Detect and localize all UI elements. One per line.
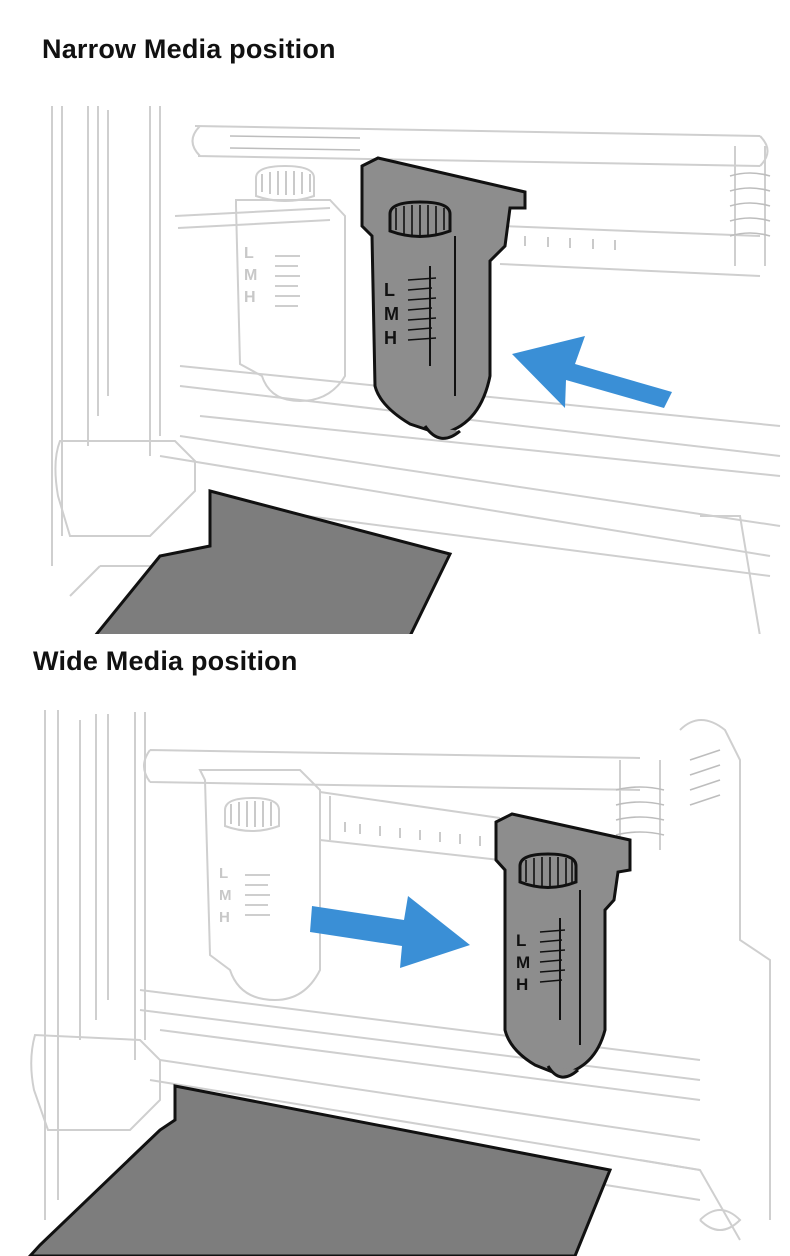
scale-label-m: M xyxy=(384,304,399,324)
ghost-scale-l: L xyxy=(219,865,228,882)
narrow-media-illustration: L M H L M H xyxy=(0,96,790,634)
wide-media-heading: Wide Media position xyxy=(33,646,298,676)
narrow-media-heading: Narrow Media position xyxy=(42,34,336,64)
ghost-adjuster: L M H xyxy=(235,164,346,403)
scale-label-l: L xyxy=(384,280,395,300)
scale-label-h: H xyxy=(516,975,528,994)
wide-media-sheet xyxy=(27,1084,613,1256)
ghost-scale-m: M xyxy=(244,267,257,284)
narrow-media-sheet xyxy=(94,489,453,634)
scale-label-m: M xyxy=(516,953,530,972)
ghost-adjuster: L M H xyxy=(198,769,321,1002)
ghost-scale-h: H xyxy=(244,289,256,306)
left-arrow-icon xyxy=(512,336,672,408)
media-width-adjuster: L M H xyxy=(360,156,527,440)
right-arrow-icon xyxy=(310,896,470,968)
scale-label-l: L xyxy=(516,931,526,950)
scale-label-h: H xyxy=(384,328,397,348)
ghost-scale-l: L xyxy=(244,245,254,262)
ghost-scale-h: H xyxy=(219,909,230,926)
media-width-adjuster: L M H xyxy=(494,812,632,1079)
ghost-scale-m: M xyxy=(219,887,232,904)
wide-media-illustration: L M H L M H xyxy=(0,700,790,1256)
